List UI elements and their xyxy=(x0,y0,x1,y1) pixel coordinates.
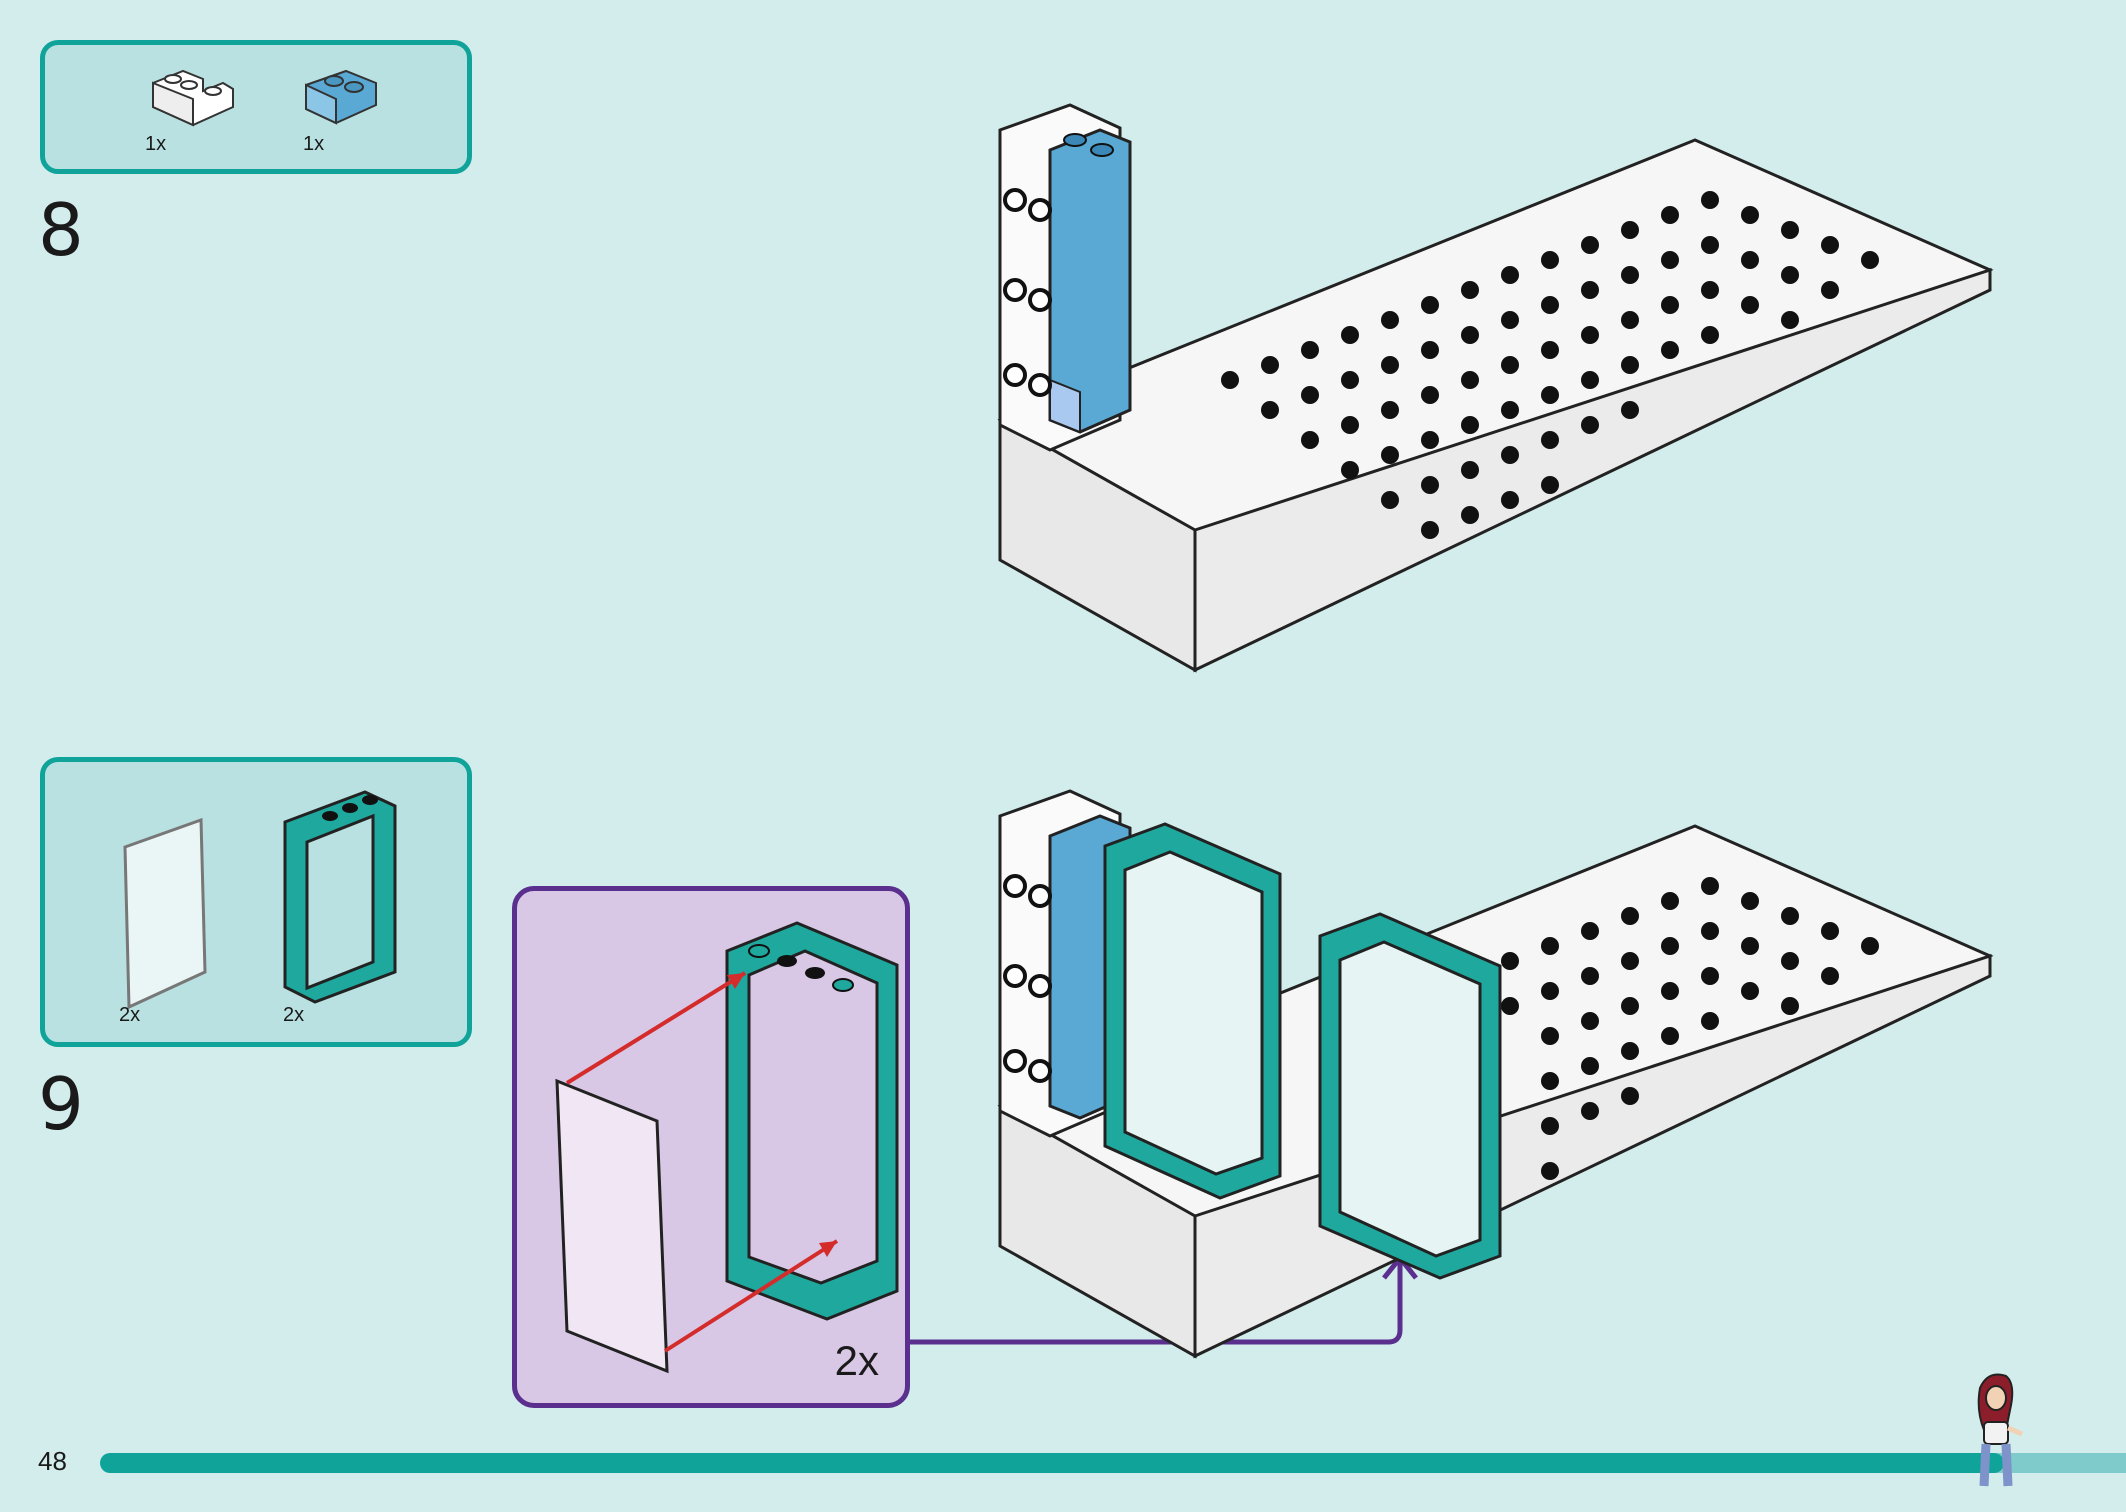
sub-assembly-illustration xyxy=(555,921,899,1374)
page-number: 48 xyxy=(38,1446,67,1476)
progress-bar xyxy=(100,1453,2126,1473)
step-9-model-illustration xyxy=(997,789,1994,1359)
sub-assembly-callout: 2x xyxy=(512,886,910,1408)
step-8-parts-box: 1x 1x xyxy=(40,40,472,174)
step-number: 8 xyxy=(38,188,84,272)
step-9-parts-box: 2x 2x xyxy=(40,757,472,1047)
step-number: 9 xyxy=(38,1062,84,1146)
minifigure-icon xyxy=(1977,1373,2023,1487)
white-corner-brick-icon xyxy=(152,69,234,127)
step-8-model-illustration xyxy=(997,103,1994,673)
callout-quantity: 2x xyxy=(834,1337,879,1384)
glass-pane-icon xyxy=(123,817,207,1010)
blue-brick-icon xyxy=(305,69,377,125)
progress-fill xyxy=(100,1453,2005,1473)
window-frame-icon xyxy=(283,790,397,1004)
part-qty: 2x xyxy=(283,1004,305,1026)
part-qty: 1x xyxy=(303,133,325,155)
part-qty: 2x xyxy=(119,1004,141,1026)
part-qty: 1x xyxy=(145,133,167,155)
